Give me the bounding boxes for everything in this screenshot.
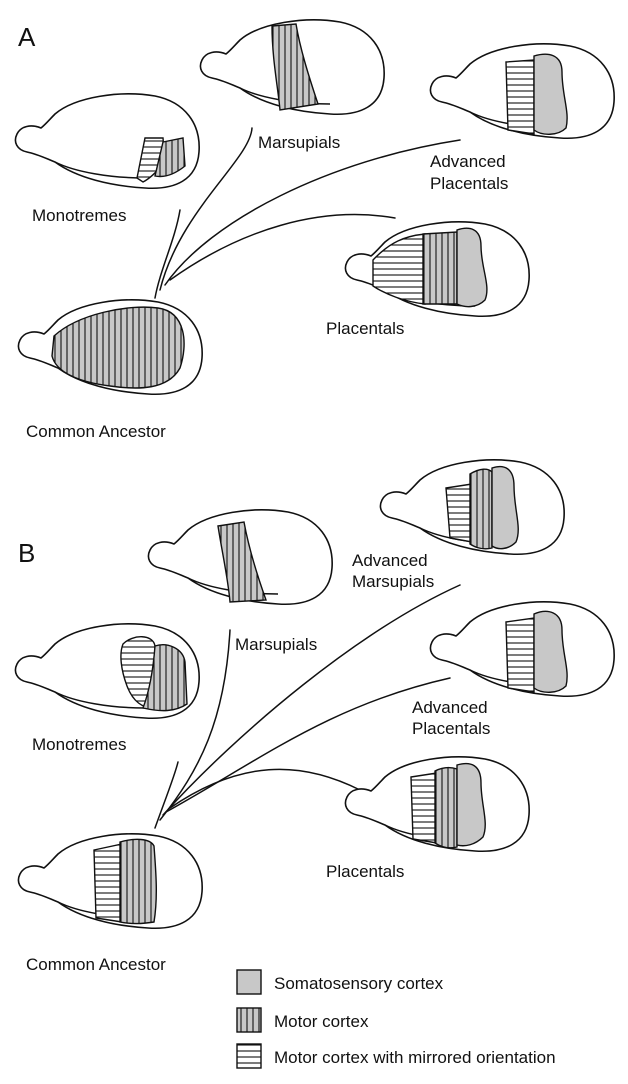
phylogeny-branches-a	[154, 127, 461, 299]
brain-common-ancestor-b	[17, 833, 203, 930]
label-advanced-marsupials-b-2: Marsupials	[352, 572, 434, 591]
brain-placentals-a	[344, 221, 530, 318]
label-advanced-marsupials-b-1: Advanced	[352, 551, 428, 570]
legend-swatch-motor-mirrored	[236, 1043, 262, 1069]
panel-label-b: B	[18, 538, 35, 568]
legend-swatch-motor	[236, 1007, 262, 1033]
label-advanced-placentals-a-1: Advanced	[430, 152, 506, 171]
legend: Somatosensory cortex Motor cortex Motor …	[236, 969, 556, 1069]
label-marsupials-b: Marsupials	[235, 635, 317, 654]
brain-marsupials-a	[199, 19, 385, 116]
label-advanced-placentals-b-1: Advanced	[412, 698, 488, 717]
brain-advanced-placentals-a	[429, 43, 615, 140]
label-placentals-a: Placentals	[326, 319, 404, 338]
brain-common-ancestor-a	[17, 299, 203, 396]
label-placentals-b: Placentals	[326, 862, 404, 881]
brain-monotremes-a	[14, 93, 200, 190]
legend-label-motor-mirrored: Motor cortex with mirrored orientation	[274, 1048, 556, 1067]
legend-label-motor: Motor cortex	[274, 1012, 369, 1031]
phylogeny-branches-b	[154, 584, 461, 829]
label-monotremes-b: Monotremes	[32, 735, 126, 754]
legend-swatch-somatosensory	[236, 969, 262, 995]
brain-advanced-marsupials-b	[379, 459, 565, 556]
legend-label-somatosensory: Somatosensory cortex	[274, 974, 444, 993]
label-marsupials-a: Marsupials	[258, 133, 340, 152]
brain-marsupials-b	[147, 509, 333, 606]
brain-monotremes-b	[14, 623, 200, 720]
label-common-ancestor-b: Common Ancestor	[26, 955, 166, 974]
label-common-ancestor-a: Common Ancestor	[26, 422, 166, 441]
label-advanced-placentals-b-2: Placentals	[412, 719, 490, 738]
brain-placentals-b	[344, 756, 530, 853]
panel-label-a: A	[18, 22, 36, 52]
label-monotremes-a: Monotremes	[32, 206, 126, 225]
brain-advanced-placentals-b	[429, 601, 615, 698]
label-advanced-placentals-a-2: Placentals	[430, 174, 508, 193]
